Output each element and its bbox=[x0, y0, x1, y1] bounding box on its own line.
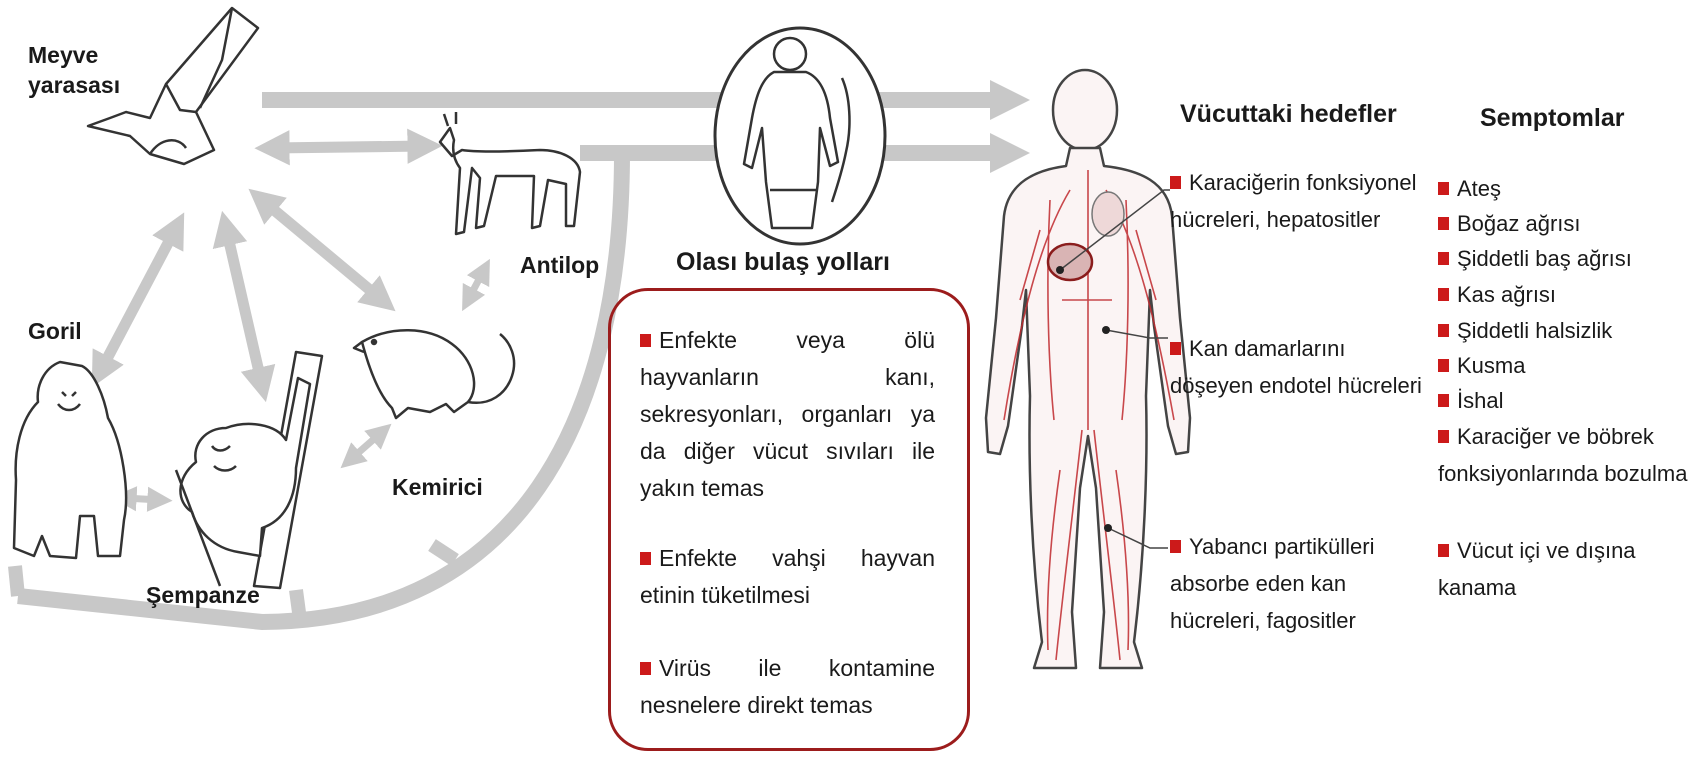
arc-tick-1 bbox=[15, 566, 18, 596]
arrow-antelope-rodent bbox=[468, 270, 484, 300]
bullet-icon bbox=[1438, 217, 1449, 230]
targets-title: Vücuttaki hedefler bbox=[1180, 100, 1397, 129]
symptom-item: Şiddetli halsizlik bbox=[1438, 312, 1612, 349]
symptom-item: İshal bbox=[1438, 382, 1503, 419]
gorilla-icon bbox=[14, 362, 126, 558]
animal-label-gorilla: Goril bbox=[28, 316, 82, 346]
animal-label-antelope: Antilop bbox=[520, 250, 599, 280]
hunter-circle-icon bbox=[715, 28, 885, 244]
symptom-item: Ateş bbox=[1438, 170, 1501, 207]
arc-tick-3 bbox=[432, 545, 455, 560]
arc-tick-2 bbox=[296, 590, 300, 620]
arrow-bat-chimp bbox=[226, 228, 262, 385]
bullet-icon bbox=[1438, 430, 1449, 443]
symptoms-title: Semptomlar bbox=[1480, 104, 1624, 133]
animal-label-chimp: Şempanze bbox=[146, 580, 260, 610]
symptom-item: Kusma bbox=[1438, 347, 1525, 384]
bullet-icon bbox=[640, 662, 651, 675]
transmission-title: Olası bulaş yolları bbox=[676, 248, 890, 277]
chimpanzee-icon bbox=[176, 352, 322, 588]
symptom-item: Vücut içi ve dışına kanama bbox=[1438, 532, 1668, 606]
bullet-icon bbox=[1438, 324, 1449, 337]
arrow-bat-gorilla bbox=[100, 228, 176, 372]
transmission-item-3: Virüs ile kontamine nesnelere direkt tem… bbox=[640, 650, 935, 724]
bullet-icon bbox=[640, 552, 651, 565]
arrow-gorilla-chimp bbox=[124, 498, 160, 500]
bullet-icon bbox=[1438, 288, 1449, 301]
symptom-item: Kas ağrısı bbox=[1438, 276, 1556, 313]
bullet-icon bbox=[1438, 252, 1449, 265]
bullet-icon bbox=[1170, 342, 1181, 355]
animal-label-rodent: Kemirici bbox=[392, 472, 483, 502]
arrow-bat-antelope bbox=[272, 146, 425, 148]
bullet-icon bbox=[1438, 182, 1449, 195]
arrow-to-human-top bbox=[262, 80, 1030, 120]
antelope-icon bbox=[440, 112, 580, 234]
bullet-icon bbox=[1438, 359, 1449, 372]
target-item-2: Kan damarlarını döşeyen endotel hücreler… bbox=[1170, 330, 1430, 404]
transmission-item-1: Enfekte veya ölü hayvanların kanı, sekre… bbox=[640, 322, 935, 507]
symptom-item: Karaciğer ve böbrek fonksiyonlarında boz… bbox=[1438, 418, 1688, 492]
arrow-chimp-rodent bbox=[350, 432, 382, 460]
symptom-item: Şiddetli baş ağrısı bbox=[1438, 240, 1632, 277]
transmission-item-2: Enfekte vahşi hayvan etinin tüketilmesi bbox=[640, 540, 935, 614]
arrow-bat-rodent bbox=[262, 200, 382, 300]
target-item-3: Yabancı partikülleri absorbe eden kan hü… bbox=[1170, 528, 1430, 639]
bullet-icon bbox=[1170, 540, 1181, 553]
bullet-icon bbox=[1170, 176, 1181, 189]
animal-label-bat: Meyve yarasası bbox=[28, 40, 120, 100]
bullet-icon bbox=[1438, 544, 1449, 557]
symptom-item: Boğaz ağrısı bbox=[1438, 205, 1581, 242]
target-item-1: Karaciğerin fonksiyonel hücreleri, hepat… bbox=[1170, 164, 1430, 238]
rodent-icon bbox=[354, 330, 514, 418]
bullet-icon bbox=[640, 334, 651, 347]
bullet-icon bbox=[1438, 394, 1449, 407]
